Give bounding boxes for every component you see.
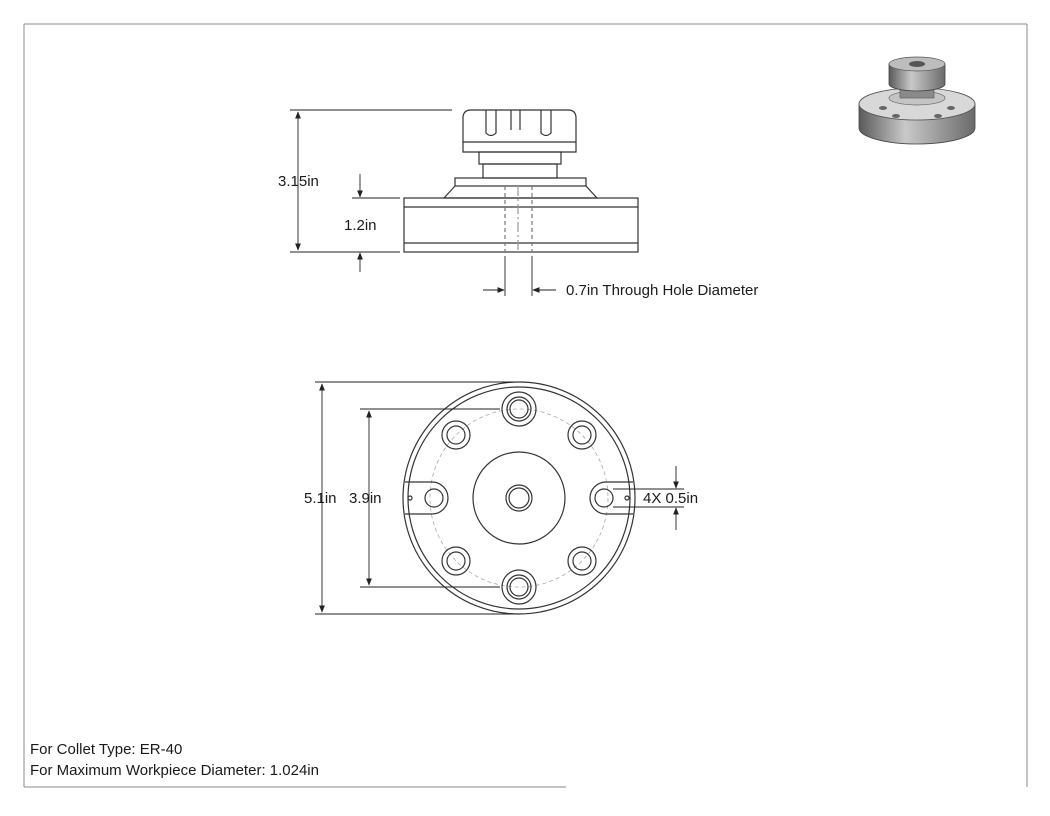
base-height-label: 1.2in (344, 217, 377, 234)
isometric-view (858, 56, 976, 145)
bolt-circle-label: 3.9in (349, 490, 382, 507)
side-view-dimensions (290, 109, 556, 296)
sheet-border (23, 23, 1028, 788)
outer-diameter-label: 5.1in (304, 490, 337, 507)
top-view (402, 381, 636, 615)
slot-callout-label: 4X 0.5in (643, 490, 698, 507)
collet-type-note: For Collet Type: ER-40 (30, 741, 182, 758)
side-view (403, 109, 639, 253)
top-view-dimensions (315, 381, 684, 615)
through-hole-label: 0.7in Through Hole Diameter (566, 282, 758, 299)
overall-height-label: 3.15in (278, 173, 319, 190)
max-workpiece-note: For Maximum Workpiece Diameter: 1.024in (30, 762, 319, 779)
